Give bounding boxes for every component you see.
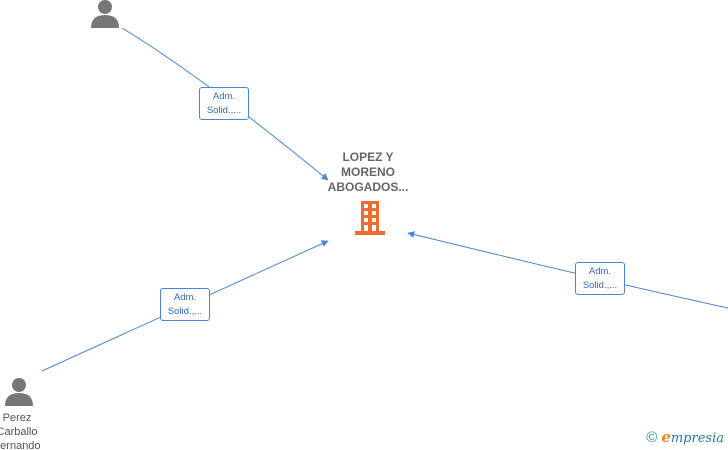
person-icon[interactable] [90, 0, 120, 28]
person-icon[interactable] [4, 376, 34, 406]
person-name-perez-carballo[interactable]: Perez Carballo Fernando [0, 411, 56, 450]
copyright-icon: © [646, 429, 658, 446]
relation-label-line: Solid.,... [167, 306, 203, 317]
brand-rest: mpresia [670, 431, 724, 446]
relation-label[interactable]: Adm. Solid.,... [160, 288, 210, 321]
relation-label[interactable]: Adm. Solid.,... [199, 87, 249, 120]
relation-label-line: Solid.,... [206, 105, 242, 116]
relation-label-line: Adm. [173, 292, 197, 303]
edge-right-person-to-company [407, 231, 728, 309]
brand-initial: e [661, 428, 671, 446]
company-name-line: LOPEZ Y [342, 150, 394, 164]
person-name-line: Fernando [0, 440, 41, 450]
empresia-watermark: © empresia [646, 428, 724, 448]
brand-logo: empresia [661, 427, 724, 449]
company-name[interactable]: LOPEZ Y MORENO ABOGADOS... [318, 150, 418, 195]
company-name-line: ABOGADOS... [327, 180, 409, 194]
relation-label-line: Solid.,... [582, 280, 618, 291]
relation-label[interactable]: Adm. Solid.,... [575, 262, 625, 295]
company-name-line: MORENO [341, 165, 395, 179]
relation-label-line: Adm. [588, 266, 612, 277]
relation-label-line: Adm. [212, 91, 236, 102]
building-icon[interactable] [353, 200, 387, 236]
person-name-line: Carballo [0, 426, 38, 438]
person-name-line: Perez [2, 412, 32, 424]
